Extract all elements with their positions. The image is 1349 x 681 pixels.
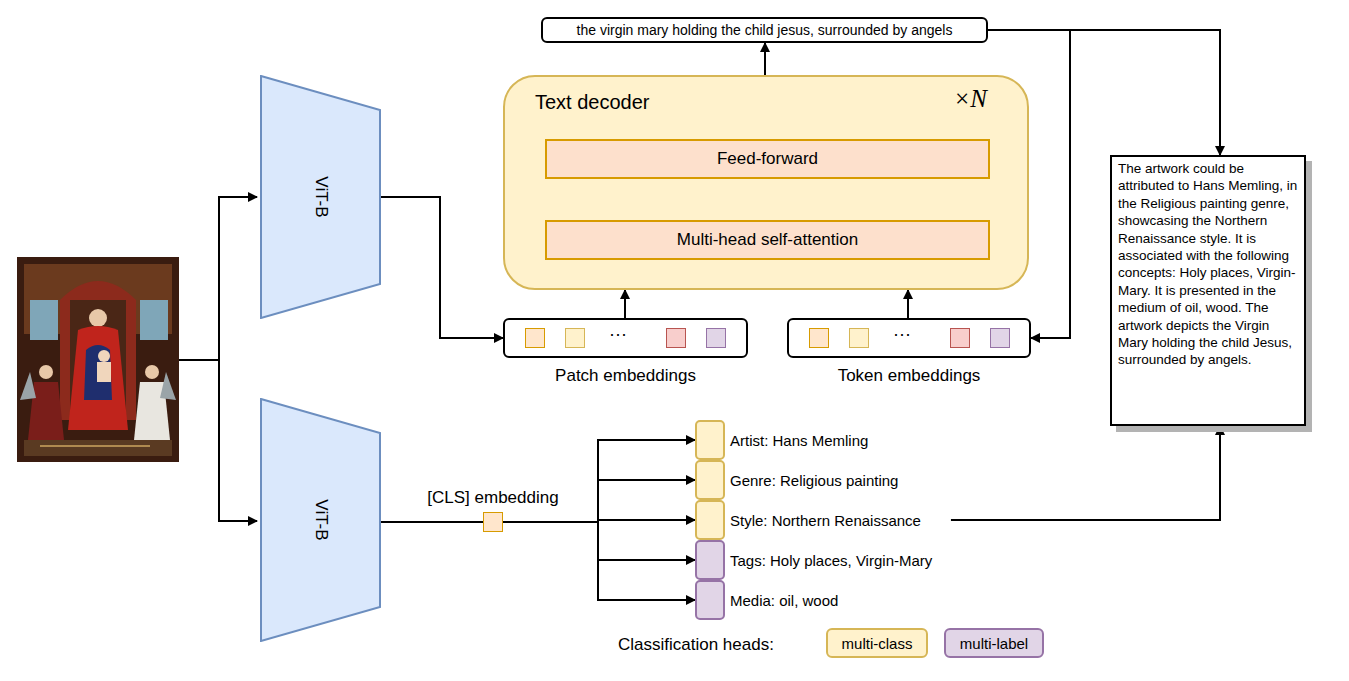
head-label: Style: Northern Renaissance — [730, 512, 921, 529]
legend-text: multi-label — [960, 635, 1028, 652]
embedding-square — [990, 328, 1010, 348]
legend-swatch: multi-label — [944, 628, 1044, 658]
embedding-label: Token embeddings — [838, 366, 981, 386]
encoder-trapezoid: ViT-B — [260, 75, 381, 319]
node-text: [CLS] embedding — [427, 488, 558, 508]
embedding-box: ···Patch embeddings — [503, 318, 748, 358]
embedding-square — [950, 328, 970, 348]
classification-head: Artist: Hans Memling — [695, 420, 725, 460]
input-split-lines — [179, 197, 257, 521]
description-box: The artwork could be attributed to Hans … — [1110, 155, 1306, 426]
classification-head: Tags: Holy places, Virgin-Mary — [695, 540, 725, 580]
classification-head: Genre: Religious painting — [695, 460, 725, 500]
encoder-trapezoid: ViT-B — [260, 398, 381, 642]
layer-box: Multi-head self-attention — [545, 220, 990, 260]
node-text: the virgin mary holding the child jesus,… — [577, 22, 953, 38]
head-label: Tags: Holy places, Virgin-Mary — [730, 552, 932, 569]
connector — [951, 426, 1220, 520]
decoder-block: Text decoder ×N Feed-forwardMulti-head sel… — [503, 75, 1029, 290]
ellipsis: ··· — [609, 324, 627, 345]
ellipsis: ··· — [893, 324, 911, 345]
embedding-square — [525, 328, 545, 348]
connector — [381, 521, 483, 523]
legend-title: Classification heads: — [618, 635, 774, 654]
legend-text: multi-class — [842, 635, 913, 652]
block-title: Text decoder — [535, 91, 650, 114]
connector — [381, 197, 503, 338]
node-text: ViT-B — [310, 499, 330, 540]
connector — [624, 290, 626, 318]
output-caption-box: the virgin mary holding the child jesus,… — [541, 17, 988, 43]
connector — [907, 290, 909, 318]
embedding-square — [706, 328, 726, 348]
embedding-square — [849, 328, 869, 348]
embedding-label: Patch embeddings — [555, 366, 696, 386]
legend-swatch: multi-class — [826, 628, 928, 658]
node-text: ViT-B — [310, 176, 330, 217]
painting — [17, 257, 179, 462]
embedding-square — [565, 328, 585, 348]
node-text: The artwork could be attributed to Hans … — [1118, 160, 1298, 369]
repeat-count: ×N — [953, 85, 987, 113]
connector — [503, 440, 695, 522]
connector — [764, 43, 766, 75]
embedding-square — [666, 328, 686, 348]
node-text: Multi-head self-attention — [677, 230, 858, 250]
classification-head: Media: oil, wood — [695, 580, 725, 620]
layer-box: Feed-forward — [545, 139, 990, 179]
cls-token: [CLS] embedding — [483, 512, 503, 532]
head-label: Media: oil, wood — [730, 592, 838, 609]
head-label: Artist: Hans Memling — [730, 432, 868, 449]
node-text: Feed-forward — [717, 149, 818, 169]
embedding-square — [809, 328, 829, 348]
connector — [503, 522, 695, 600]
head-label: Genre: Religious painting — [730, 472, 898, 489]
classification-head: Style: Northern Renaissance — [695, 500, 725, 540]
embedding-box: ···Token embeddings — [787, 318, 1031, 358]
